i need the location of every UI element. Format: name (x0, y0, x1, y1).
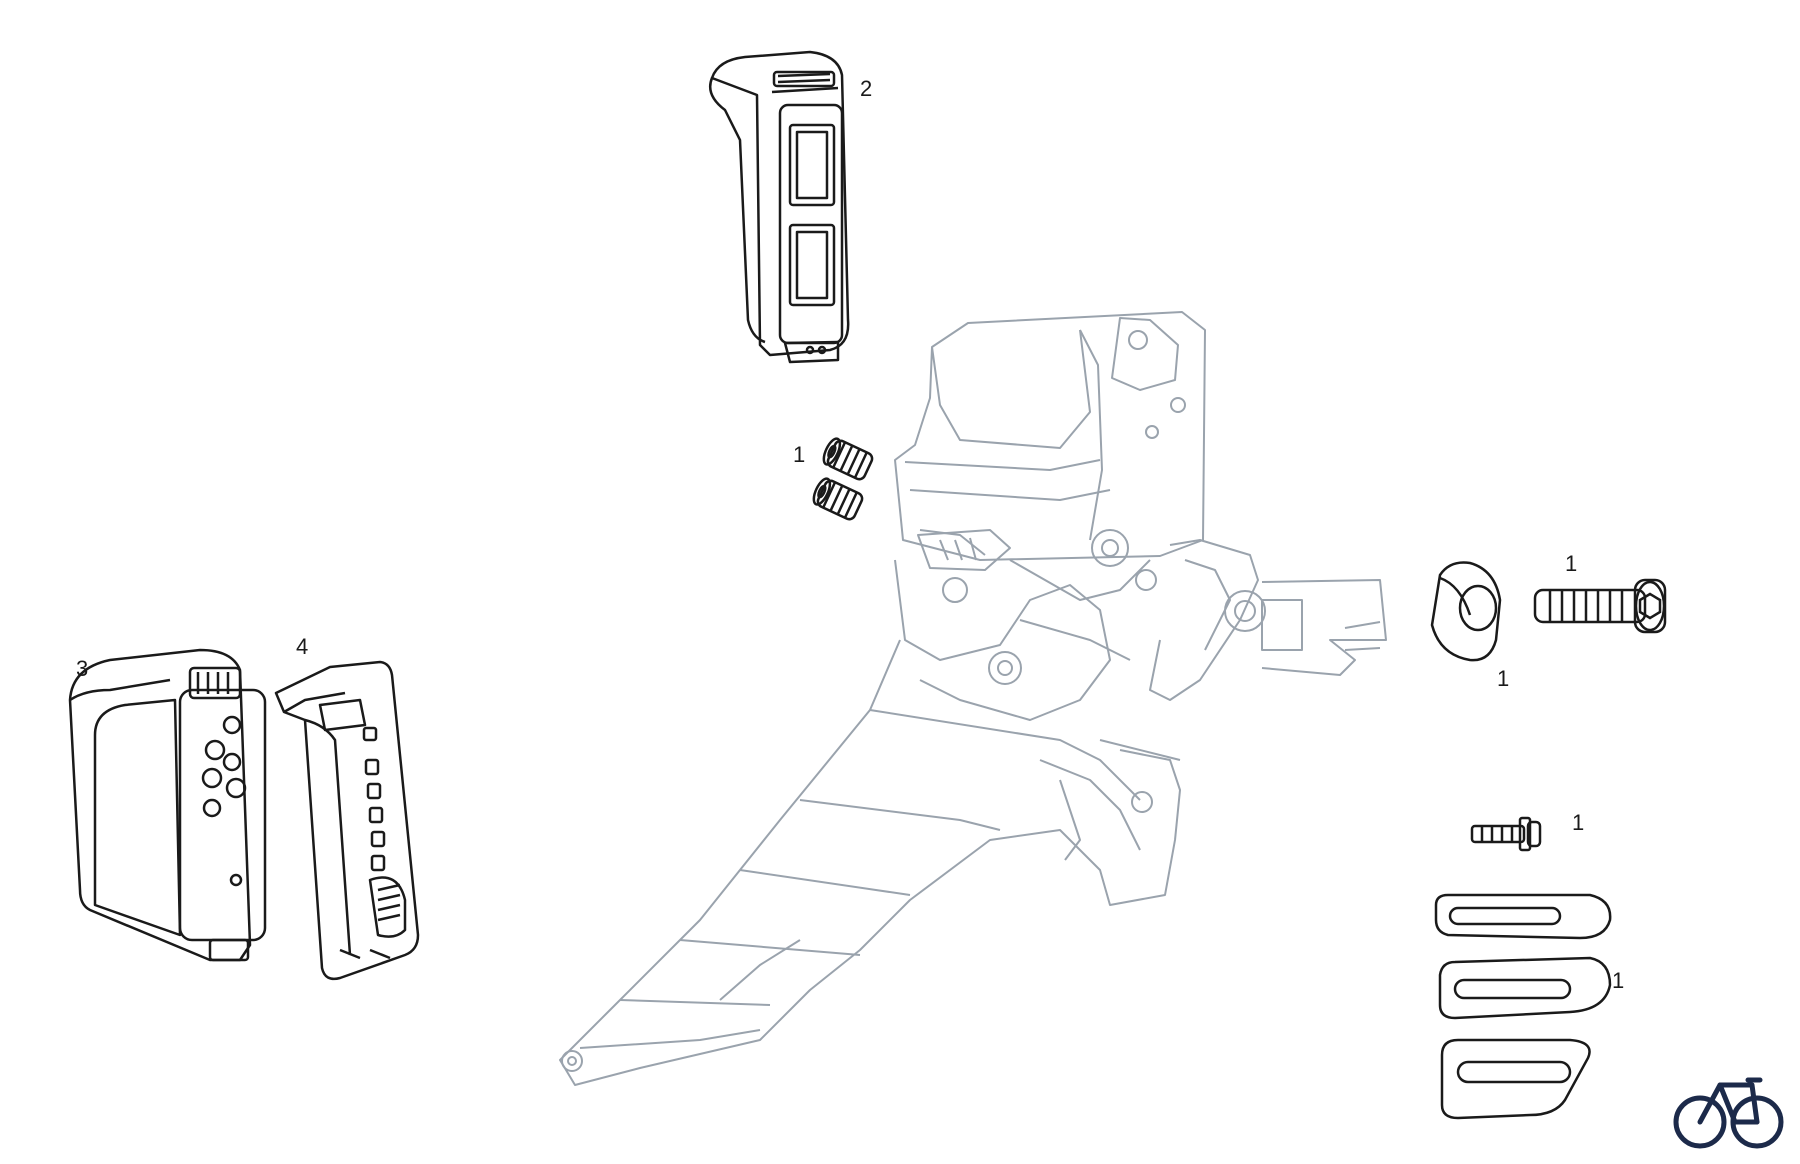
mount-bolt-part (1533, 578, 1667, 634)
callout-mount-bolt: 1 (1565, 551, 1577, 576)
callout-battery: 3 (76, 656, 88, 681)
callout-shims: 1 (1612, 968, 1624, 993)
callout-limit-screws: 1 (793, 442, 805, 467)
bolt-washer-part (1430, 561, 1502, 662)
shim-set-part (1434, 893, 1612, 1120)
battery-cover-part (708, 50, 850, 364)
callout-support-screw: 1 (1572, 810, 1584, 835)
callout-battery-cover: 2 (860, 76, 872, 101)
front-derailleur-body (559, 311, 1387, 1086)
limit-screw-part (812, 437, 874, 521)
battery-cap-part (274, 660, 420, 981)
callout-battery-cap: 4 (296, 634, 308, 659)
callout-bolt-washer: 1 (1497, 666, 1509, 691)
battery-part (68, 648, 267, 962)
support-screw-part (1470, 816, 1542, 852)
bicycle-icon (1673, 1077, 1784, 1149)
